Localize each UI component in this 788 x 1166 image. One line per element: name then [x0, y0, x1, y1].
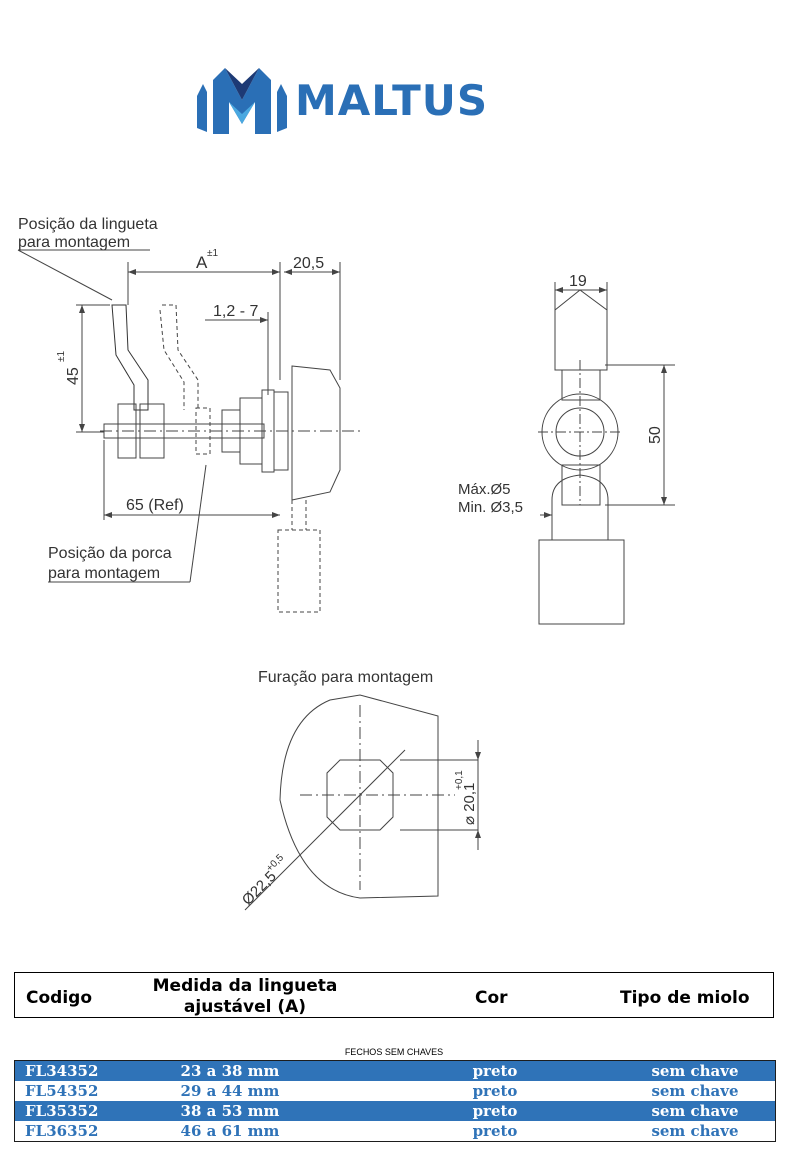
dim-45: 45: [65, 367, 82, 385]
cell-size: 46 a 61 mm: [180, 1122, 280, 1140]
label-nut-position-1: Posição da porca: [48, 545, 172, 562]
label-nut-position-2: para montagem: [48, 565, 160, 582]
maltus-logo: MALTUS: [195, 62, 545, 140]
dim-a-label: A: [196, 253, 208, 272]
dim-20-5: 20,5: [293, 255, 324, 272]
table-row: FL54352 29 a 44 mm preto sem chave: [15, 1081, 775, 1101]
cell-size: 23 a 38 mm: [180, 1062, 280, 1080]
cell-type: sem chave: [651, 1062, 739, 1080]
dim-45-tolerance: ±1: [56, 351, 67, 362]
table-row: FL34352 23 a 38 mm preto sem chave: [15, 1061, 775, 1081]
hole-title: Furação para montagem: [258, 669, 433, 686]
table-row: FL36352 46 a 61 mm preto sem chave: [15, 1121, 775, 1141]
dim-1-2-7: 1,2 - 7: [213, 303, 258, 320]
table-row: FL35352 38 a 53 mm preto sem chave: [15, 1101, 775, 1121]
cell-code: FL35352: [25, 1102, 99, 1120]
cell-size: 38 a 53 mm: [180, 1102, 280, 1120]
label-min-diameter: Min. Ø3,5: [458, 499, 523, 516]
dim-a-tolerance: ±1: [207, 248, 218, 259]
header-color: Cor: [475, 988, 508, 1008]
cell-color: preto: [472, 1082, 518, 1100]
cell-color: preto: [472, 1122, 518, 1140]
header-size-line-2: ajustável (A): [183, 997, 307, 1017]
label-tongue-position-1: Posição da lingueta: [18, 216, 158, 233]
cell-code: FL36352: [25, 1122, 99, 1140]
header-code: Codigo: [26, 988, 92, 1008]
cell-color: preto: [472, 1062, 518, 1080]
header-type: Tipo de miolo: [620, 988, 750, 1008]
dim-19: 19: [569, 273, 587, 290]
cell-type: sem chave: [651, 1122, 739, 1140]
group-title: FECHOS SEM CHAVES: [344, 1047, 444, 1057]
dim-20-1: ⌀ 20,1: [461, 783, 478, 825]
header-size-line-1: Medida da lingueta: [152, 976, 338, 996]
dim-22-5-tolerance: +0,5: [264, 852, 286, 874]
cell-code: FL54352: [25, 1082, 99, 1100]
cell-code: FL34352: [25, 1062, 99, 1080]
cell-size: 29 a 44 mm: [180, 1082, 280, 1100]
spec-table-header: Codigo Medida da lingueta ajustável (A) …: [14, 972, 774, 1018]
header-size: Medida da lingueta ajustável (A): [135, 976, 355, 1018]
dim-20-1-tolerance: +0,1: [454, 770, 465, 790]
dim-50: 50: [647, 426, 664, 444]
technical-drawing: Posição da lingueta para montagem A ±1 2…: [17, 216, 675, 911]
brand-name: MALTUS: [295, 76, 489, 125]
label-max-diameter: Máx.Ø5: [458, 481, 511, 498]
label-tongue-position-2: para montagem: [18, 234, 130, 251]
spec-table-rows: FL34352 23 a 38 mm preto sem chave FL543…: [14, 1060, 776, 1142]
cell-type: sem chave: [651, 1102, 739, 1120]
dim-22-5: Ø22,5: [239, 868, 280, 909]
dim-65-ref: 65 (Ref): [126, 497, 184, 514]
cell-type: sem chave: [651, 1082, 739, 1100]
cell-color: preto: [472, 1102, 518, 1120]
maltus-m-emblem-icon: [197, 68, 287, 134]
